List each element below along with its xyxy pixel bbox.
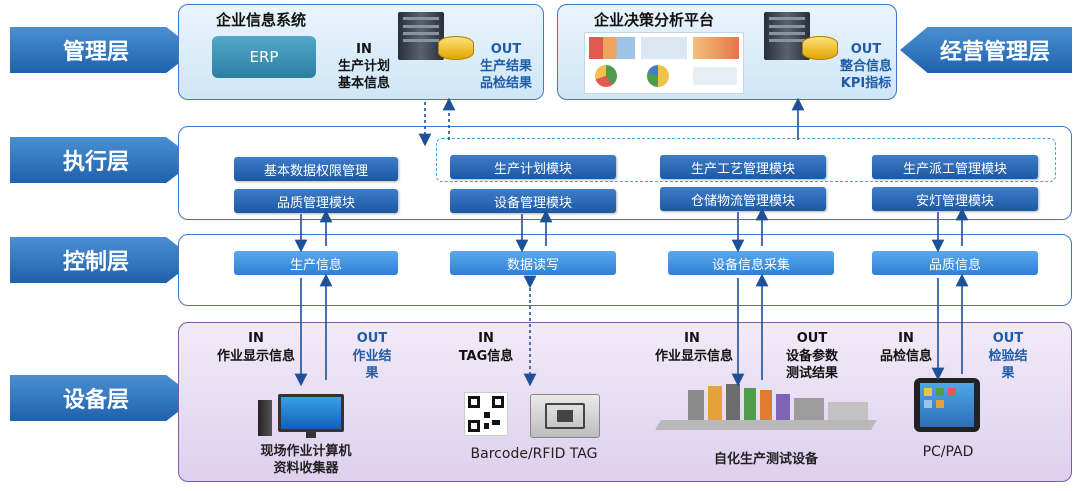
- module-basic-data-permissions: 基本数据权限管理: [234, 157, 398, 181]
- decision-out-label: OUT: [850, 42, 882, 57]
- control-data-read-write: 数据读写: [450, 251, 616, 275]
- enterprise-out-line1: 生产结果: [479, 59, 532, 74]
- col4-out-text2: 果: [1001, 366, 1015, 381]
- col4-out-text1: 检验结: [988, 349, 1028, 364]
- erp-box: ERP: [212, 36, 316, 78]
- monitor-icon: [278, 394, 344, 432]
- database-icon: [802, 36, 838, 60]
- col4-in-label: IN: [898, 331, 914, 346]
- module-warehouse-logistics: 仓储物流管理模块: [660, 187, 826, 211]
- col1-out-label: OUT: [356, 331, 388, 346]
- col1-device-line1: 现场作业计算机: [260, 444, 352, 459]
- module-andon-management: 安灯管理模块: [872, 187, 1038, 211]
- enterprise-in-line2: 基本信息: [337, 76, 390, 91]
- col3-out-label: OUT: [796, 331, 828, 346]
- col2-device: Barcode/RFID TAG: [470, 446, 598, 462]
- col2-in-text: TAG信息: [458, 349, 514, 364]
- col1-device-line2: 资料收集器: [273, 461, 339, 476]
- rfid-tag-icon: [530, 394, 600, 438]
- module-equipment-management: 设备管理模块: [450, 189, 616, 213]
- col3-device: 自化生产测试设备: [713, 452, 818, 467]
- col2-in-label: IN: [478, 331, 494, 346]
- module-process-management: 生产工艺管理模块: [660, 155, 826, 179]
- control-quality-info: 品质信息: [872, 251, 1038, 275]
- col1-in-text: 作业显示信息: [216, 349, 295, 364]
- col4-in-text: 品检信息: [879, 349, 932, 364]
- dashed-group-box: [436, 138, 1056, 182]
- col1-in-label: IN: [248, 331, 264, 346]
- layer-label-execution: 执行层: [10, 137, 196, 183]
- decision-out-line1: 整合信息: [839, 59, 892, 74]
- decision-platform-title: 企业决策分析平台: [594, 11, 715, 29]
- tablet-icon: [914, 378, 980, 432]
- layer-label-business-management: 经营管理层: [900, 27, 1072, 73]
- pc-tower-icon: [258, 400, 272, 436]
- col1-out-text2: 果: [365, 366, 379, 381]
- control-production-info: 生产信息: [234, 251, 398, 275]
- col3-in-label: IN: [684, 331, 700, 346]
- col3-in-text: 作业显示信息: [654, 349, 733, 364]
- module-quality-management: 品质管理模块: [234, 189, 398, 213]
- enterprise-in-line1: 生产计划: [337, 59, 390, 74]
- layer-label-equipment: 设备层: [10, 375, 196, 421]
- production-line-icon: [648, 384, 880, 444]
- control-equipment-data-collection: 设备信息采集: [668, 251, 834, 275]
- enterprise-in-label: IN: [356, 42, 372, 57]
- layer-label-management: 管理层: [10, 27, 196, 73]
- col3-out-text2: 测试结果: [785, 366, 838, 381]
- dashboard-thumbnail: [584, 32, 744, 94]
- enterprise-out-line2: 品检结果: [479, 76, 532, 91]
- module-production-planning: 生产计划模块: [450, 155, 616, 179]
- enterprise-info-title: 企业信息系统: [216, 11, 307, 29]
- server-icon: [398, 12, 444, 60]
- col3-out-text1: 设备参数: [785, 349, 838, 364]
- col1-out-text1: 作业结: [352, 349, 392, 364]
- enterprise-out-label: OUT: [490, 42, 522, 57]
- col4-out-label: OUT: [992, 331, 1024, 346]
- monitor-stand: [306, 432, 316, 438]
- layer-label-control: 控制层: [10, 237, 196, 283]
- module-production-dispatch: 生产派工管理模块: [872, 155, 1038, 179]
- qr-code-icon: [464, 392, 508, 436]
- decision-out-line2: KPI指标: [840, 76, 892, 91]
- col4-device: PC/PAD: [922, 444, 974, 460]
- database-icon: [438, 36, 474, 60]
